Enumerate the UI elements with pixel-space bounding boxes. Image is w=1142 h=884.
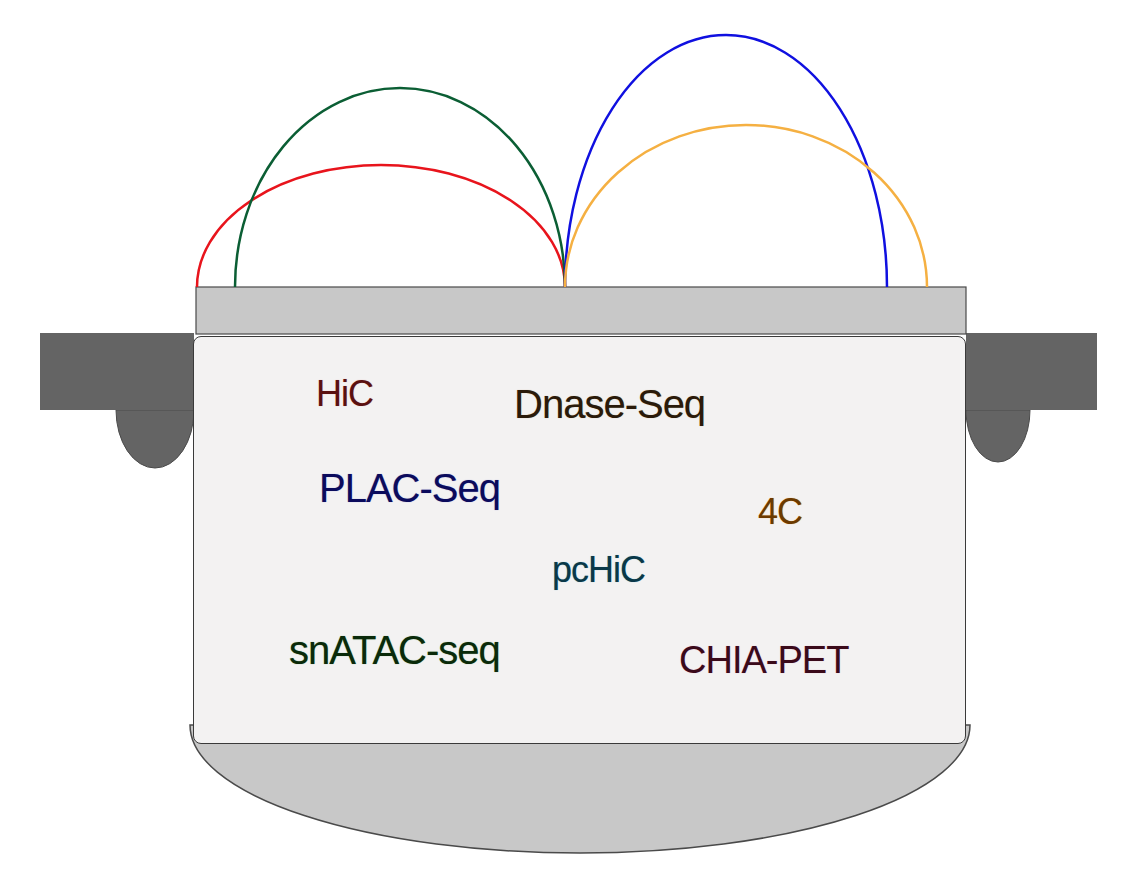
loop-arc <box>197 165 565 287</box>
loop-arc <box>235 88 565 287</box>
handle-knob <box>966 410 1030 462</box>
technique-label: CHIA-PET <box>679 639 848 683</box>
pot-handle <box>40 333 194 410</box>
technique-label: HiC <box>316 373 373 414</box>
handle-knob <box>116 410 194 468</box>
pot-base <box>190 725 970 853</box>
technique-label: snATAC-seq <box>289 627 500 673</box>
pot-body: HiC Dnase-SeqPLAC-Seq 4C pcHiC snATAC-seq CHI… <box>193 336 966 744</box>
loop-arc <box>565 125 927 287</box>
technique-label: PLAC-Seq <box>319 465 500 511</box>
pot-lid <box>196 287 966 334</box>
pot-handle <box>966 333 1097 410</box>
technique-label: pcHiC <box>552 549 645 590</box>
technique-label: 4C <box>758 491 802 532</box>
loop-arc <box>565 35 887 287</box>
technique-label: Dnase-Seq <box>514 381 705 427</box>
